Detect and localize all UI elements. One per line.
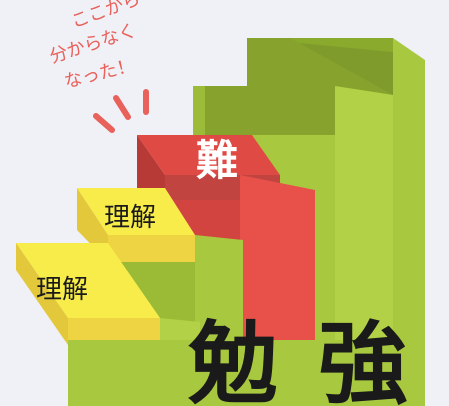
caption-char-2: 強 (318, 311, 408, 406)
step-5-front (247, 38, 393, 95)
step-4-front (193, 86, 335, 135)
step-3-label: 難 (196, 136, 238, 185)
ground-base (68, 340, 425, 406)
step-2-label: 理解 (104, 203, 156, 233)
step-1-top (16, 243, 160, 318)
step-4-side (335, 86, 393, 340)
step-1-label: 理解 (36, 275, 88, 305)
step-4-top-edge (193, 86, 205, 135)
step-1-left (16, 243, 68, 345)
emphasis-lines (93, 89, 149, 133)
step-2-side (195, 235, 243, 340)
callout: ここから 分からなく なった！ (47, 0, 143, 93)
step-3-side (240, 175, 315, 340)
step-1-front (68, 318, 160, 345)
step-2-front (108, 235, 195, 262)
step-2-top (77, 188, 195, 235)
step-3-top (137, 135, 280, 175)
step-5-side (393, 38, 425, 340)
caption-char-1: 勉 (188, 311, 278, 406)
